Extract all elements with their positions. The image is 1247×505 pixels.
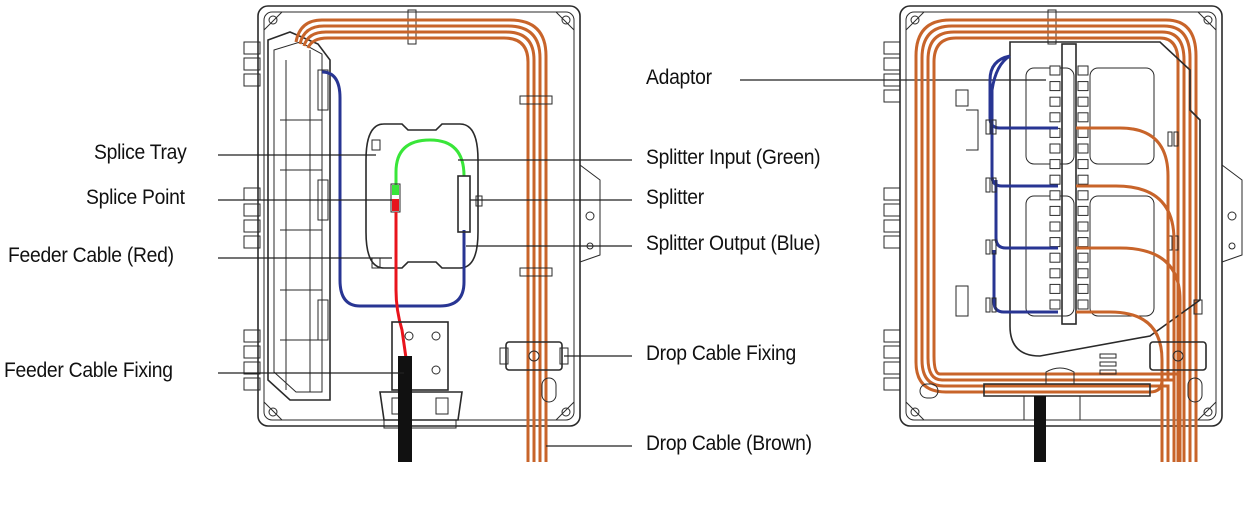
adaptor-port-out (1077, 65, 1089, 76)
adaptor-port-out (1077, 252, 1089, 263)
adaptor-port-out (1077, 205, 1089, 216)
left-corner-tr (555, 11, 575, 31)
adaptor-port-in (1049, 159, 1061, 170)
adaptor-port-in (1049, 299, 1061, 310)
right-fiber-clips (985, 119, 1179, 313)
left-drop-clip-1 (519, 95, 553, 105)
adaptor-port-out (1077, 174, 1089, 185)
right-hinges (883, 41, 901, 391)
label-splitter-output-blue: Splitter Output (Blue) (646, 232, 821, 255)
left-screw-tl (268, 15, 278, 25)
adaptor-port-out (1077, 112, 1089, 123)
label-splice-tray: Splice Tray (94, 141, 187, 164)
adaptor-port-in (1049, 268, 1061, 279)
adaptor-port-in (1049, 143, 1061, 154)
label-splitter: Splitter (646, 186, 704, 209)
adaptor-port-out (1077, 159, 1089, 170)
left-drop-clip-2 (519, 267, 553, 277)
label-feeder-cable-red: Feeder Cable (Red) (8, 244, 174, 267)
label-feeder-cable-fixing: Feeder Cable Fixing (4, 359, 173, 382)
left-splitter-output-blue (321, 70, 466, 308)
left-corner-br (555, 401, 575, 421)
right-enclosure (883, 5, 1243, 462)
left-feeder-cable-black (398, 356, 412, 462)
adaptor-port-out (1077, 143, 1089, 154)
left-open-door (267, 31, 331, 401)
adaptor-port-in (1049, 205, 1061, 216)
left-splitter-input-green (394, 138, 466, 186)
label-splice-point: Splice Point (86, 186, 185, 209)
right-drop-cable-fixing (1149, 341, 1207, 371)
adaptor-port-in (1049, 96, 1061, 107)
left-corner-tl (263, 11, 283, 31)
adaptor-port-out (1077, 283, 1089, 294)
left-hang-hole (541, 377, 557, 403)
label-splitter-input-green: Splitter Input (Green) (646, 146, 821, 169)
left-splitter-body (457, 175, 471, 233)
label-drop-cable-brown: Drop Cable (Brown) (646, 432, 812, 455)
left-splice-tray (365, 123, 483, 269)
adaptor-port-out (1077, 299, 1089, 310)
adaptor-port-in (1049, 190, 1061, 201)
left-drop-cable-fixing (499, 341, 569, 371)
right-bottom-bracket (983, 353, 1151, 462)
adaptor-port-in (1049, 127, 1061, 138)
left-corner-bl (263, 401, 283, 421)
left-feeder-cable-fixing (379, 321, 463, 429)
right-splitter-output-blue (988, 54, 1058, 314)
adaptor-port-in (1049, 221, 1061, 232)
adaptor-port-out (1077, 127, 1089, 138)
left-enclosure-outer (257, 5, 581, 427)
right-drop-cable-brown (914, 18, 1198, 462)
left-drop-cable-brown (294, 18, 548, 462)
left-screw-bl (268, 407, 278, 417)
left-hinges (243, 41, 261, 391)
left-screw-tr (561, 15, 571, 25)
adaptor-port-in (1049, 65, 1061, 76)
adaptor-port-in (1049, 237, 1061, 248)
adaptor-port-in (1049, 174, 1061, 185)
adaptor-port-in (1049, 112, 1061, 123)
right-adaptor-panel (955, 41, 1201, 357)
right-drop-fibers-brown (1076, 126, 1182, 380)
adaptor-port-in (1049, 252, 1061, 263)
left-screw-br (561, 407, 571, 417)
label-adaptor: Adaptor (646, 66, 712, 89)
left-mount-hole-1 (585, 211, 595, 221)
adaptor-port-out (1077, 96, 1089, 107)
adaptor-port-out (1077, 190, 1089, 201)
label-drop-cable-fixing: Drop Cable Fixing (646, 342, 796, 365)
adaptor-ports (1049, 65, 1089, 310)
adaptor-port-out (1077, 221, 1089, 232)
adaptor-port-out (1077, 268, 1089, 279)
left-enclosure (243, 5, 601, 462)
adaptor-port-in (1049, 283, 1061, 294)
adaptor-port-out (1077, 81, 1089, 92)
adaptor-port-out (1077, 237, 1089, 248)
left-mount-ear (579, 164, 601, 263)
adaptor-port-in (1049, 81, 1061, 92)
left-feeder-fiber-red (394, 212, 408, 359)
